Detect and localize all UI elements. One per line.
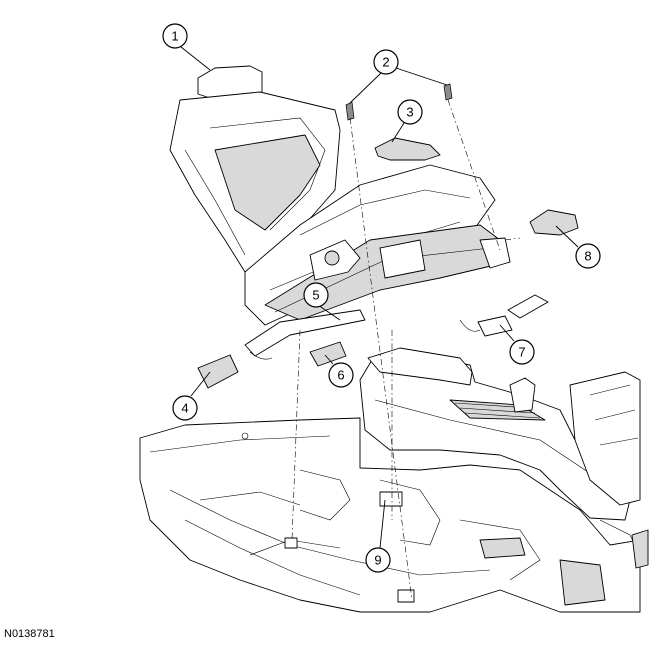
- leader-lines: [180, 46, 579, 549]
- svg-text:1: 1: [171, 29, 178, 44]
- seat-assembly: [169, 65, 511, 326]
- callout-3: 3: [397, 99, 423, 125]
- callout-6: 6: [328, 362, 354, 388]
- svg-text:9: 9: [374, 553, 381, 568]
- svg-text:6: 6: [337, 368, 344, 383]
- floor-pan: [139, 417, 641, 613]
- part-3-trim-cover: [374, 137, 441, 161]
- callout-4: 4: [172, 395, 198, 421]
- svg-text:4: 4: [181, 401, 188, 416]
- part-4-bracket: [197, 354, 239, 389]
- callout-1: 1: [162, 23, 188, 49]
- svg-text:5: 5: [312, 288, 319, 303]
- part-6-bracket: [309, 341, 347, 367]
- callout-5: 5: [303, 282, 329, 308]
- part-5-rail-cover: [244, 309, 366, 357]
- callout-9: 9: [365, 547, 391, 573]
- callout-8: 8: [575, 243, 601, 269]
- center-console: [359, 347, 649, 569]
- callout-2: 2: [373, 49, 399, 75]
- svg-text:2: 2: [382, 55, 389, 70]
- svg-text:7: 7: [518, 345, 525, 360]
- callout-7: 7: [509, 339, 535, 365]
- part-8-trim-cover: [529, 209, 579, 236]
- svg-text:3: 3: [406, 105, 413, 120]
- svg-text:8: 8: [584, 249, 591, 264]
- figure-id-label: N0138781: [4, 628, 55, 640]
- assembly-lines: [291, 99, 521, 601]
- part-7-connector: [459, 294, 549, 337]
